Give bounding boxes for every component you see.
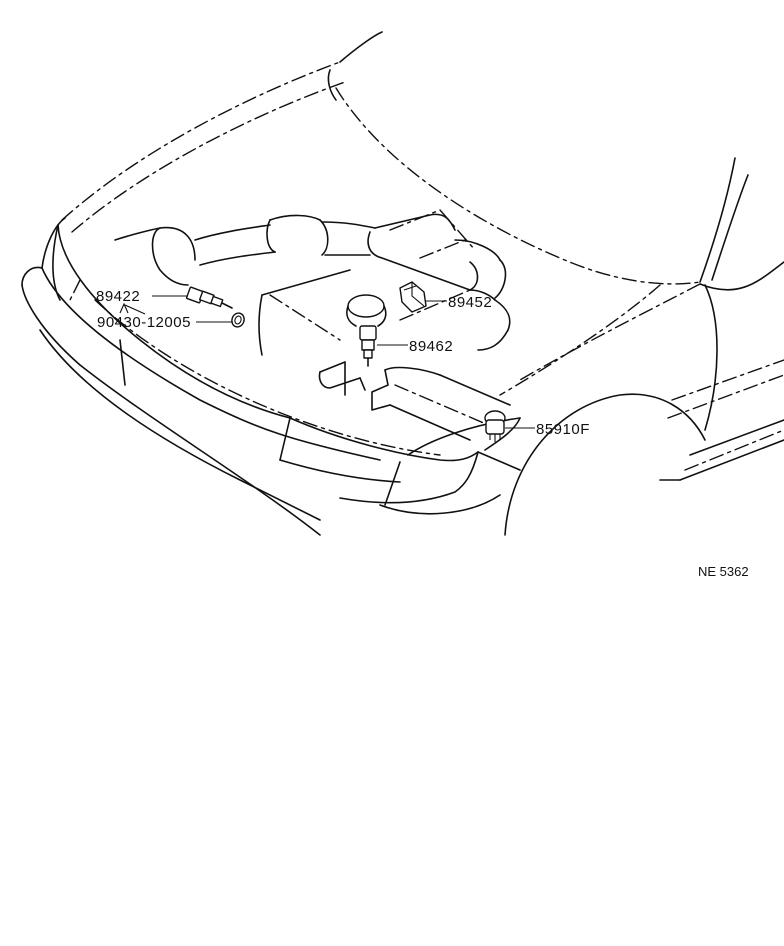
diagram-reference-code: NE 5362 <box>698 564 749 579</box>
part-85910F-switch[interactable] <box>484 410 506 442</box>
label-part-85910F: 85910F <box>536 421 590 438</box>
leader-lines <box>119 295 535 429</box>
part-89422-sensor[interactable] <box>185 286 233 309</box>
part-89452-sensor[interactable] <box>399 281 427 313</box>
engine-assembly <box>114 209 521 456</box>
label-part-89452: 89452 <box>448 294 492 311</box>
label-part-89422: 89422 <box>96 288 140 305</box>
label-part-90430-12005: 90430-12005 <box>97 314 191 331</box>
part-90430-12005-gasket[interactable] <box>230 311 246 328</box>
label-part-89462: 89462 <box>409 338 453 355</box>
car-body-outline <box>21 31 784 536</box>
part-89462-sensor[interactable] <box>359 325 377 367</box>
